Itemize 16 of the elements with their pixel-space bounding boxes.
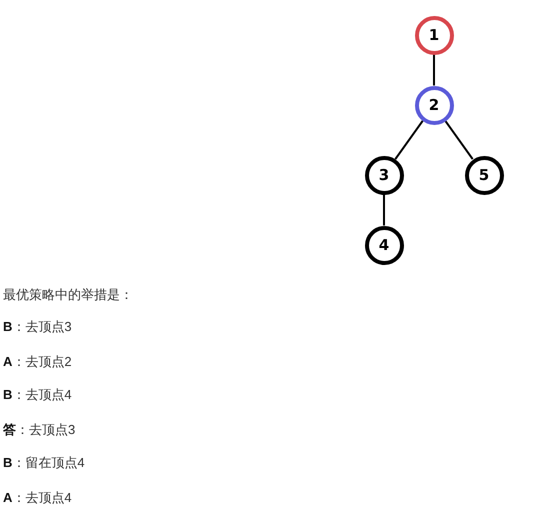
move-text: B：去顶点4 (3, 387, 72, 403)
edge-line (394, 120, 424, 160)
intro-text: 最优策略中的举措是： (3, 287, 133, 303)
move-text: B：留在顶点4 (3, 455, 85, 471)
vertex-circle: 4 (364, 226, 404, 264)
move-text: 答：去顶点3 (3, 422, 76, 438)
vertex-circle: 1 (414, 16, 454, 54)
move-text: A：去顶点4 (3, 490, 72, 506)
edge-line (444, 120, 474, 160)
edge-line (433, 54, 435, 86)
edge-line (383, 194, 385, 226)
vertex-circle: 3 (364, 156, 404, 194)
move-text: B：去顶点3 (3, 319, 72, 335)
move-text: A：去顶点2 (3, 354, 72, 370)
vertex-circle: 5 (464, 156, 504, 194)
vertex-circle: 2 (414, 86, 454, 124)
